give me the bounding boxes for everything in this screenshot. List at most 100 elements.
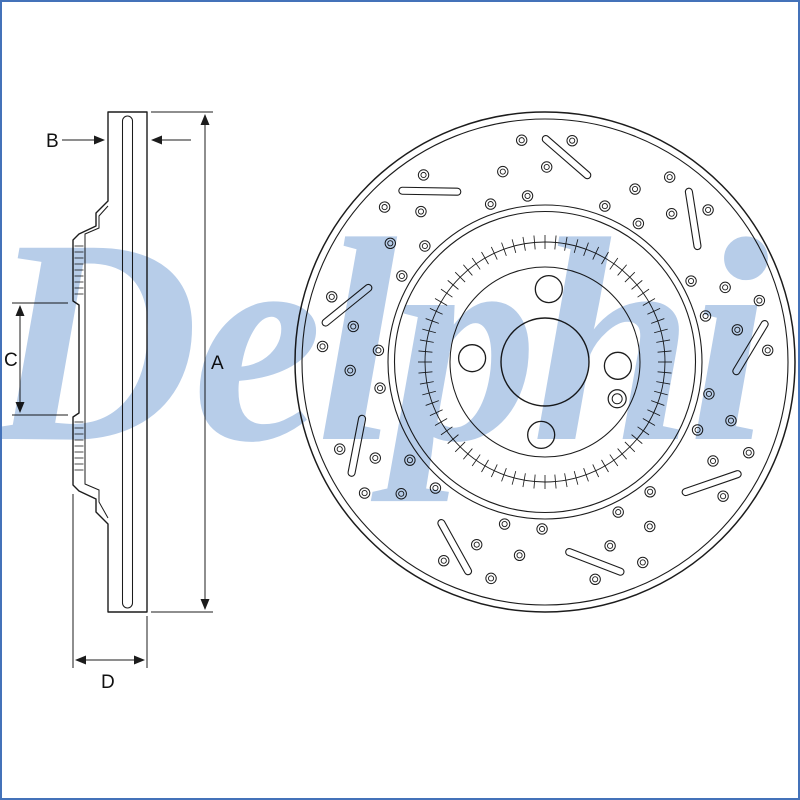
dim-label-c: C bbox=[4, 350, 18, 371]
drilled-hole bbox=[369, 452, 381, 464]
bolt-hole bbox=[534, 274, 563, 304]
hub-serration-tick bbox=[490, 464, 498, 478]
drilled-hole bbox=[644, 486, 656, 498]
hub-serration-tick bbox=[624, 271, 636, 283]
drilled-hole-inner bbox=[646, 523, 653, 530]
hub-serration-tick bbox=[511, 471, 517, 485]
pin-hole-inner bbox=[611, 393, 623, 405]
drilled-hole bbox=[707, 455, 719, 467]
drilled-hole-inner bbox=[381, 204, 388, 211]
drilled-hole bbox=[665, 208, 678, 220]
hub-serration-tick bbox=[564, 236, 568, 251]
drilled-hole bbox=[395, 488, 407, 500]
hub-serration-tick bbox=[573, 471, 579, 485]
drilled-hole bbox=[326, 291, 338, 303]
drilled-hole bbox=[731, 324, 744, 336]
hub-serration-tick bbox=[425, 400, 439, 406]
drilled-hole bbox=[612, 506, 624, 518]
hub-serration-tick bbox=[637, 288, 650, 298]
drilled-hole bbox=[702, 204, 714, 216]
drilled-hole bbox=[566, 134, 578, 147]
slot bbox=[681, 470, 742, 497]
hub-serration-tick bbox=[533, 235, 536, 250]
dim-label-a: A bbox=[211, 353, 224, 374]
drilled-hole-inner bbox=[347, 367, 354, 374]
drilled-hole-inner bbox=[745, 449, 752, 456]
drilled-hole bbox=[604, 540, 616, 552]
hub-serration-tick bbox=[522, 473, 526, 488]
drilled-hole-inner bbox=[720, 493, 727, 500]
hub-serration-tick bbox=[642, 298, 656, 306]
drilled-hole bbox=[761, 344, 774, 357]
hub-serration-tick bbox=[463, 448, 473, 460]
outer-edge-inner-circle bbox=[301, 118, 789, 606]
drilled-hole bbox=[536, 523, 548, 535]
hub-serration-tick bbox=[434, 418, 448, 426]
drilled-hole-inner bbox=[702, 312, 709, 320]
drilled-hole-inner bbox=[543, 163, 550, 171]
hub-serration-tick bbox=[656, 381, 671, 385]
slot bbox=[732, 320, 769, 376]
dimension-c: C bbox=[4, 302, 68, 416]
drilled-hole bbox=[498, 518, 511, 530]
drilled-hole bbox=[384, 237, 396, 249]
hub-serration-tick bbox=[583, 242, 589, 256]
hub-serration-tick bbox=[429, 307, 443, 315]
hub-serration-tick bbox=[454, 271, 466, 283]
drilled-hole-inner bbox=[361, 490, 368, 497]
hub-serration-tick bbox=[471, 454, 481, 467]
drilled-hole-inner bbox=[601, 203, 608, 210]
drilled-hole-inner bbox=[607, 542, 614, 549]
hub-serration-tick bbox=[617, 264, 627, 276]
hub-serration-tick bbox=[656, 339, 671, 343]
front-view bbox=[294, 111, 796, 613]
hub-serration-tick bbox=[654, 328, 668, 334]
drilled-hole bbox=[699, 310, 712, 322]
drilled-hole-inner bbox=[473, 541, 480, 548]
drilled-hole bbox=[629, 183, 641, 195]
section-hatch bbox=[74, 245, 84, 471]
drilled-hole bbox=[743, 447, 755, 459]
drilled-hole bbox=[396, 270, 408, 282]
hub-serration-tick bbox=[609, 257, 619, 270]
hub-land-circle bbox=[449, 266, 641, 458]
hub-serration-tick bbox=[434, 298, 448, 306]
hat-inner-wall bbox=[84, 205, 109, 519]
drilled-hole-inner bbox=[705, 390, 712, 397]
slot bbox=[347, 414, 367, 477]
drilled-hole bbox=[484, 198, 497, 210]
hub-serration-tick bbox=[447, 280, 459, 290]
drilled-hole-inner bbox=[417, 208, 425, 215]
hub-serration-tick bbox=[583, 468, 589, 482]
drilled-hole-inner bbox=[336, 446, 343, 453]
drilled-hole bbox=[374, 382, 386, 394]
hub-serration-tick bbox=[419, 381, 434, 385]
drilled-hole-inner bbox=[694, 426, 701, 433]
drilled-hole bbox=[438, 554, 450, 567]
drilled-hole bbox=[316, 340, 329, 353]
drilled-hole-inner bbox=[432, 484, 439, 492]
hub-serration-tick bbox=[501, 468, 507, 482]
drilled-hole-inner bbox=[518, 137, 525, 144]
hub-serration-tick bbox=[657, 371, 672, 374]
drilled-hole bbox=[541, 161, 553, 173]
hub-serration-tick bbox=[533, 474, 536, 489]
drilled-hole bbox=[589, 573, 601, 585]
drilled-hole-inner bbox=[639, 559, 646, 566]
drilled-hole bbox=[637, 556, 649, 569]
cross-section-outline bbox=[72, 111, 148, 613]
hub-serration-tick bbox=[554, 235, 557, 250]
drilled-hole-inner bbox=[569, 137, 576, 144]
hub-serration-tick bbox=[654, 390, 668, 396]
drilled-hole-inner bbox=[375, 347, 382, 354]
drilled-hole bbox=[753, 294, 766, 307]
drilled-hole-inner bbox=[666, 174, 673, 181]
hub-serration-tick bbox=[418, 371, 433, 374]
hub-serration-tick bbox=[564, 473, 568, 488]
dimension-a: A bbox=[151, 111, 224, 613]
hub-serration-tick bbox=[651, 318, 665, 324]
drilled-hole-inner bbox=[377, 385, 384, 392]
drilled-hole bbox=[719, 281, 731, 294]
drilled-hole bbox=[599, 200, 611, 212]
